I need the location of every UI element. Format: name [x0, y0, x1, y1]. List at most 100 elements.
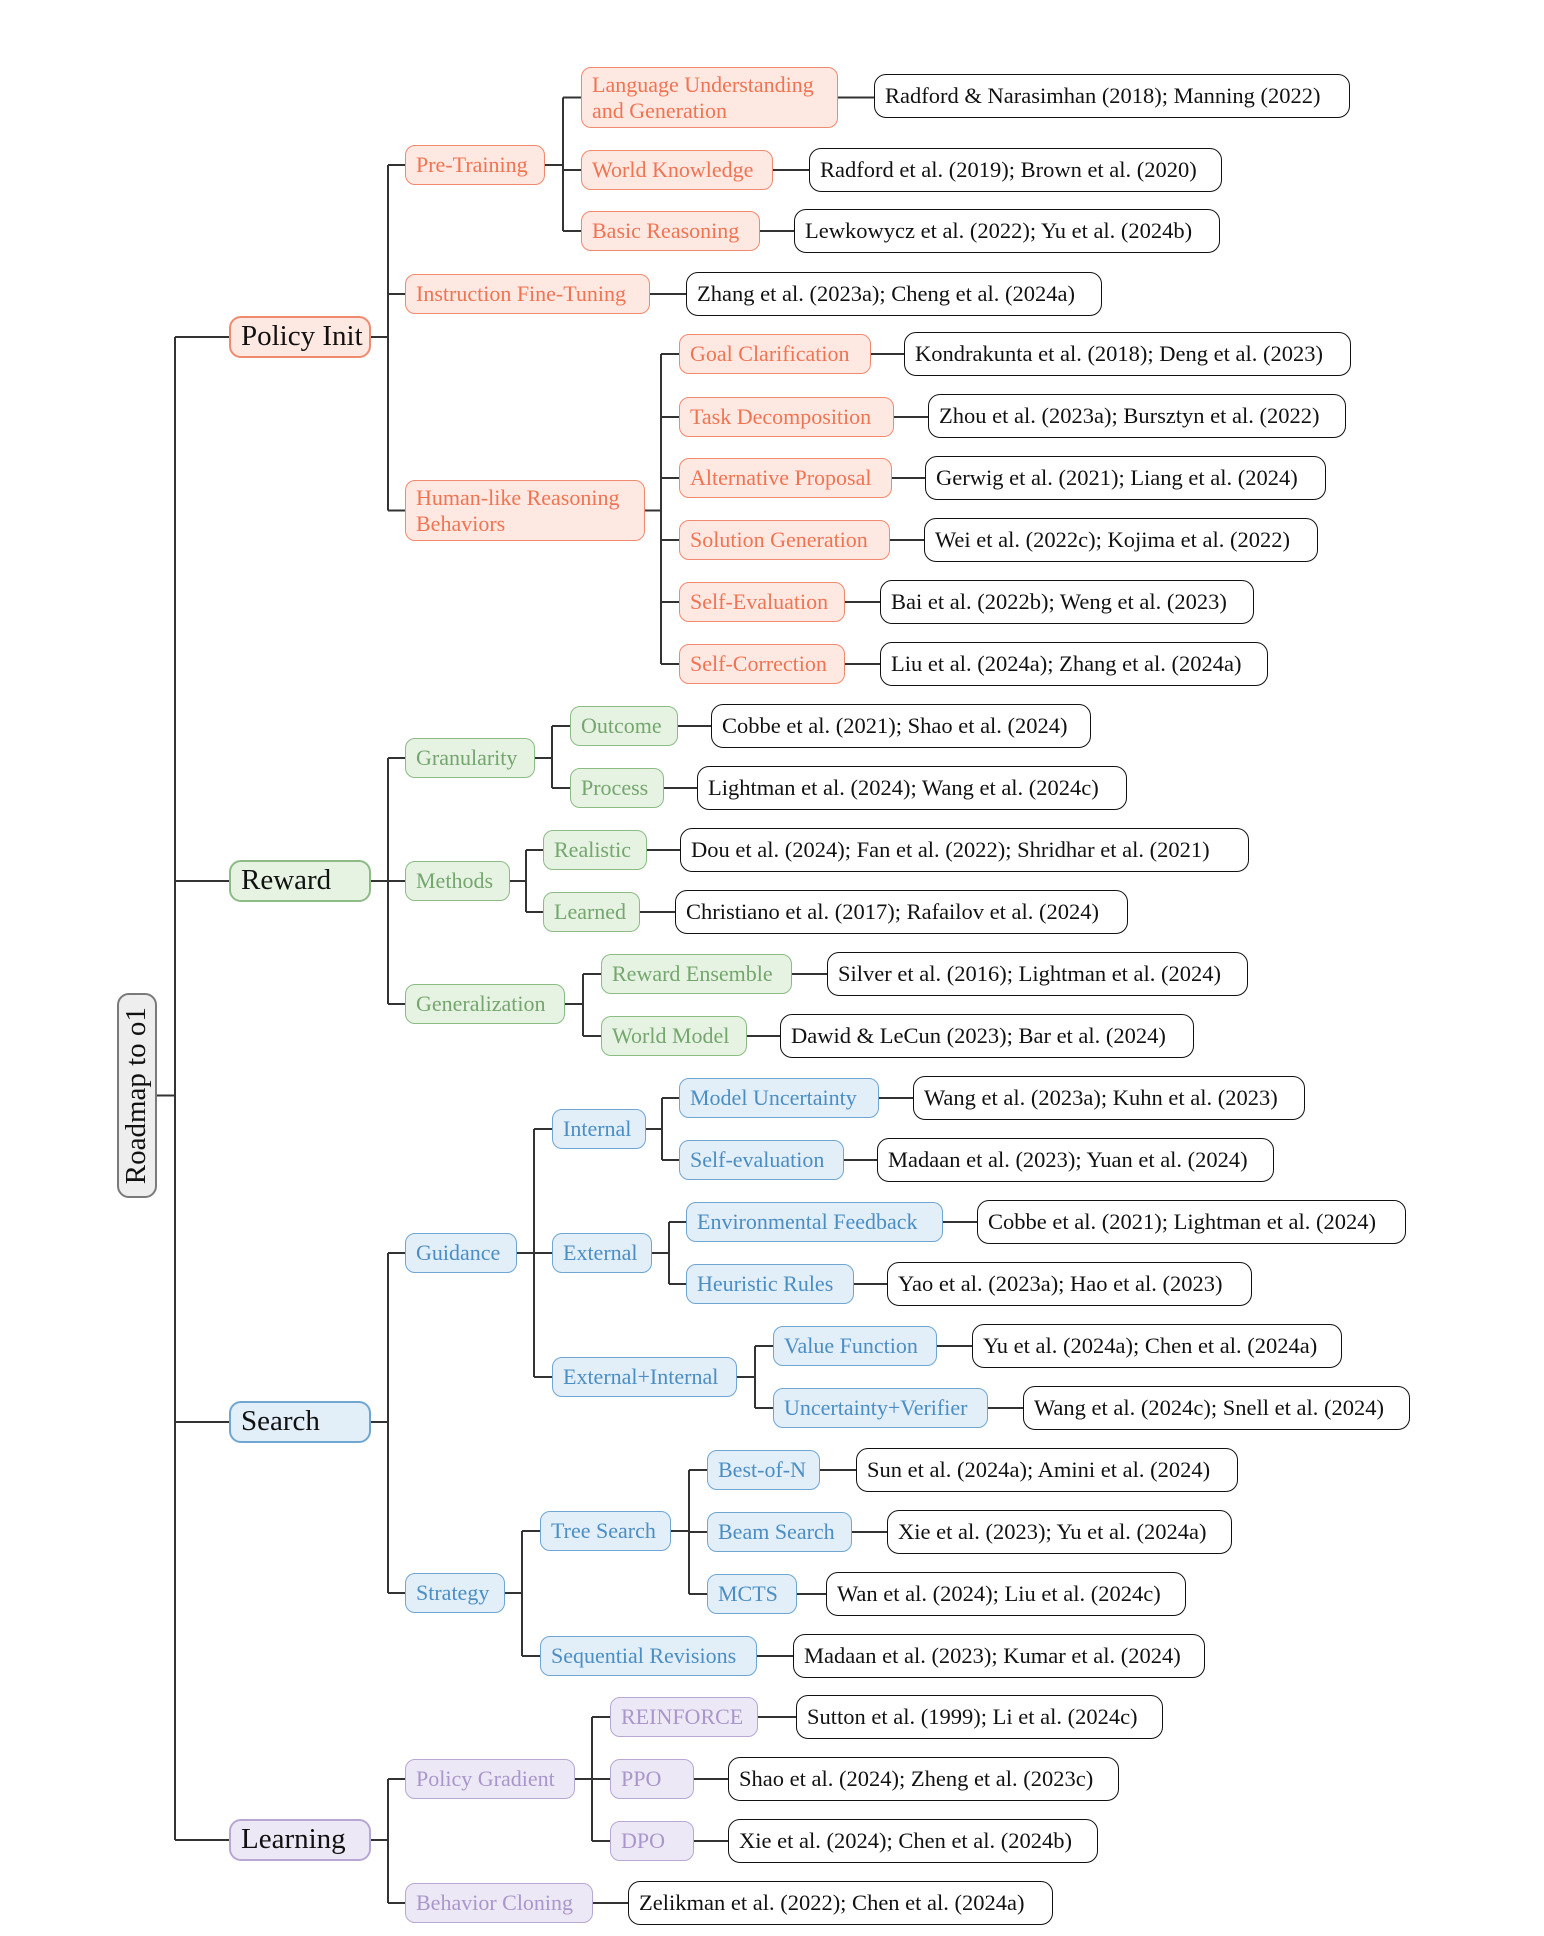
reference-text: Wan et al. (2024); Liu et al. (2024c) [837, 1581, 1161, 1607]
topic-node-rf: REINFORCE [610, 1697, 758, 1737]
reference-text: Xie et al. (2024); Chen et al. (2024b) [739, 1828, 1073, 1854]
reference-box-uv: Wang et al. (2024c); Snell et al. (2024) [1023, 1386, 1410, 1430]
node-label: Granularity [416, 745, 518, 771]
reference-box-ift: Zhang et al. (2023a); Cheng et al. (2024… [686, 272, 1102, 316]
node-label: Process [581, 775, 649, 801]
category-node-policy: Policy Init [229, 316, 371, 358]
topic-node-mu: Model Uncertainty [679, 1078, 879, 1118]
reference-text: Wang et al. (2024c); Snell et al. (2024) [1034, 1395, 1384, 1421]
node-label: REINFORCE [621, 1704, 744, 1730]
node-label: Alternative Proposal [690, 465, 872, 491]
reference-text: Yao et al. (2023a); Hao et al. (2023) [898, 1271, 1223, 1297]
category-node-search: Search [229, 1401, 371, 1443]
node-label: External [563, 1240, 638, 1266]
node-label: DPO [621, 1828, 666, 1854]
reference-box-wm: Dawid & LeCun (2023); Bar et al. (2024) [780, 1014, 1194, 1058]
reference-text: Radford & Narasimhan (2018); Manning (20… [885, 83, 1321, 109]
reference-text: Lightman et al. (2024); Wang et al. (202… [708, 775, 1099, 801]
topic-node-st: Strategy [405, 1573, 505, 1613]
node-label: Uncertainty+Verifier [784, 1395, 968, 1421]
topic-node-bs: Beam Search [707, 1512, 852, 1552]
topic-node-mc: MCTS [707, 1574, 797, 1614]
node-label: Guidance [416, 1240, 501, 1266]
reference-text: Bai et al. (2022b); Weng et al. (2023) [891, 589, 1227, 615]
node-label: Generalization [416, 991, 546, 1017]
node-label: World Knowledge [592, 157, 754, 183]
node-label: Model Uncertainty [690, 1085, 857, 1111]
reference-text: Zhang et al. (2023a); Cheng et al. (2024… [697, 281, 1075, 307]
topic-node-re: Realistic [543, 830, 647, 870]
topic-node-pr: Process [570, 768, 664, 808]
node-label: Reward Ensemble [612, 961, 773, 987]
reference-text: Zelikman et al. (2022); Chen et al. (202… [639, 1890, 1025, 1916]
topic-node-bc: Behavior Cloning [405, 1883, 593, 1923]
node-label: Outcome [581, 713, 662, 739]
node-label: Strategy [416, 1580, 490, 1606]
reference-text: Shao et al. (2024); Zheng et al. (2023c) [739, 1766, 1094, 1792]
reference-box-hr: Yao et al. (2023a); Hao et al. (2023) [887, 1262, 1252, 1306]
reference-box-mu: Wang et al. (2023a); Kuhn et al. (2023) [913, 1076, 1305, 1120]
reference-box-se: Bai et al. (2022b); Weng et al. (2023) [880, 580, 1254, 624]
reference-box-ap: Gerwig et al. (2021); Liang et al. (2024… [925, 456, 1326, 500]
reference-box-le: Christiano et al. (2017); Rafailov et al… [675, 890, 1128, 934]
node-label: Self-Correction [690, 651, 827, 677]
topic-node-hl: Human-like Reasoning Behaviors [405, 480, 645, 541]
node-label: Internal [563, 1116, 632, 1142]
topic-node-se: Self-Evaluation [679, 582, 845, 622]
category-node-reward: Reward [229, 860, 371, 902]
reference-box-dpo: Xie et al. (2024); Chen et al. (2024b) [728, 1819, 1098, 1863]
reference-box-gc: Kondrakunta et al. (2018); Deng et al. (… [904, 332, 1351, 376]
node-label: Learned [554, 899, 627, 925]
node-label: Tree Search [551, 1518, 656, 1544]
node-label: Sequential Revisions [551, 1643, 737, 1669]
topic-node-sev: Self-evaluation [679, 1140, 844, 1180]
node-label: Self-evaluation [690, 1147, 825, 1173]
topic-node-gr: Granularity [405, 738, 535, 778]
reference-box-oc: Cobbe et al. (2021); Shao et al. (2024) [711, 704, 1091, 748]
node-label: Reward [241, 864, 332, 897]
node-label: Self-Evaluation [690, 589, 829, 615]
topic-node-wm: World Model [601, 1016, 747, 1056]
reference-box-sr: Madaan et al. (2023); Kumar et al. (2024… [793, 1634, 1205, 1678]
topic-node-ift: Instruction Fine-Tuning [405, 274, 650, 314]
topic-node-ge: Generalization [405, 984, 565, 1024]
topic-node-lug: Language Understanding and Generation [581, 67, 838, 128]
reference-text: Dou et al. (2024); Fan et al. (2022); Sh… [691, 837, 1210, 863]
topic-node-in: Internal [552, 1109, 646, 1149]
topic-node-wk: World Knowledge [581, 150, 773, 190]
topic-node-ree: Reward Ensemble [601, 954, 792, 994]
topic-node-gu: Guidance [405, 1233, 517, 1273]
reference-box-rf: Sutton et al. (1999); Li et al. (2024c) [796, 1695, 1163, 1739]
reference-text: Dawid & LeCun (2023); Bar et al. (2024) [791, 1023, 1166, 1049]
topic-node-le: Learned [543, 892, 640, 932]
reference-text: Liu et al. (2024a); Zhang et al. (2024a) [891, 651, 1242, 677]
node-label: Solution Generation [690, 527, 868, 553]
node-label: MCTS [718, 1581, 778, 1607]
reference-text: Madaan et al. (2023); Kumar et al. (2024… [804, 1643, 1181, 1669]
reference-box-td: Zhou et al. (2023a); Bursztyn et al. (20… [928, 394, 1346, 438]
node-label: External+Internal [563, 1364, 719, 1390]
topic-node-pt: Pre-Training [405, 145, 545, 185]
reference-text: Yu et al. (2024a); Chen et al. (2024a) [983, 1333, 1318, 1359]
node-label: Language Understanding and Generation [592, 72, 814, 123]
reference-text: Radford et al. (2019); Brown et al. (202… [820, 157, 1197, 183]
node-label: Task Decomposition [690, 404, 872, 430]
reference-box-sg: Wei et al. (2022c); Kojima et al. (2022) [924, 518, 1318, 562]
node-label: Best-of-N [718, 1457, 806, 1483]
reference-text: Sun et al. (2024a); Amini et al. (2024) [867, 1457, 1211, 1483]
node-label: Policy Init [241, 320, 363, 353]
reference-text: Wang et al. (2023a); Kuhn et al. (2023) [924, 1085, 1278, 1111]
reference-box-wk: Radford et al. (2019); Brown et al. (202… [809, 148, 1222, 192]
topic-node-ppo: PPO [610, 1759, 694, 1799]
reference-text: Lewkowycz et al. (2022); Yu et al. (2024… [805, 218, 1193, 244]
node-label: Beam Search [718, 1519, 835, 1545]
topic-node-pg: Policy Gradient [405, 1759, 575, 1799]
topic-node-me: Methods [405, 861, 510, 901]
topic-node-sg: Solution Generation [679, 520, 890, 560]
reference-box-sc: Liu et al. (2024a); Zhang et al. (2024a) [880, 642, 1268, 686]
reference-box-bs: Xie et al. (2023); Yu et al. (2024a) [887, 1510, 1232, 1554]
reference-box-mc: Wan et al. (2024); Liu et al. (2024c) [826, 1572, 1186, 1616]
reference-box-bc: Zelikman et al. (2022); Chen et al. (202… [628, 1881, 1053, 1925]
